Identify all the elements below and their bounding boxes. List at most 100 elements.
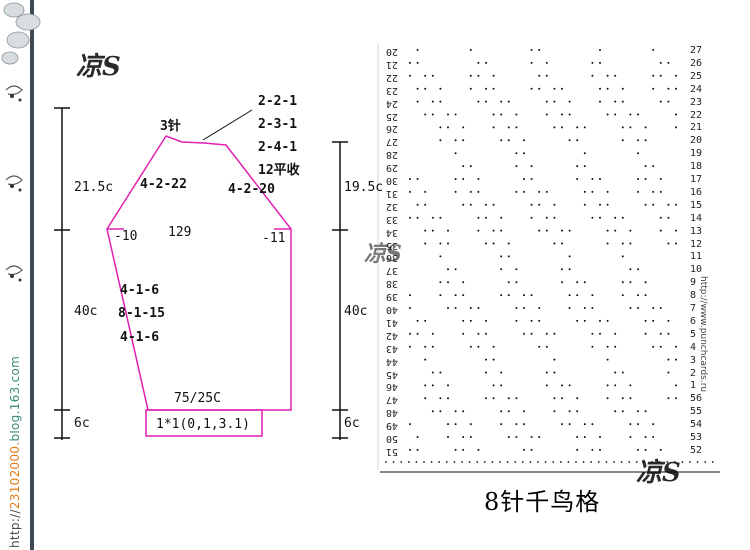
stitch-dot xyxy=(515,397,518,400)
stitch-dot xyxy=(538,345,541,348)
chart-left-row-number: 50 xyxy=(386,433,399,444)
stitch-dot xyxy=(416,332,419,335)
stitch-dot xyxy=(507,410,510,413)
body-height-left: 40c xyxy=(74,304,98,319)
stitch-dot xyxy=(614,371,617,374)
stitch-dot xyxy=(599,49,601,51)
stitch-dot xyxy=(568,294,571,297)
right-dimension-rule xyxy=(332,141,348,440)
stitch-dot xyxy=(666,461,669,463)
stitch-dot xyxy=(621,397,624,400)
stitch-dot xyxy=(424,319,427,322)
stitch-dot xyxy=(675,397,677,400)
stitch-dot xyxy=(431,345,434,348)
stitch-dot xyxy=(651,461,653,463)
stitch-dot xyxy=(553,126,556,129)
stitch-dot xyxy=(599,100,601,103)
stitch-dot xyxy=(568,268,571,271)
stitch-dot xyxy=(614,229,617,232)
stitch-dot xyxy=(477,332,480,335)
stitch-dot xyxy=(447,281,449,284)
chart-right-row-number: 52 xyxy=(690,444,703,456)
stitch-dot xyxy=(675,203,677,206)
stitch-dot xyxy=(416,319,419,322)
stitch-dot xyxy=(576,294,579,297)
stitch-dot xyxy=(530,49,533,51)
stitch-dot xyxy=(431,113,434,116)
stitch-dot xyxy=(431,384,434,387)
stitch-dot xyxy=(576,448,579,451)
stitch-dot xyxy=(637,113,639,116)
stitch-dot xyxy=(500,294,503,297)
stitch-dot xyxy=(568,423,571,426)
chart-right-row-number: 3 xyxy=(690,354,697,366)
chart-left-row-number: 26 xyxy=(386,123,399,135)
stitch-dot xyxy=(659,190,662,193)
chart-right-row-number: 18 xyxy=(690,161,703,173)
stitch-dot xyxy=(469,74,472,77)
stitch-dot xyxy=(659,332,662,335)
stitch-dot xyxy=(606,203,609,206)
stitch-dot xyxy=(561,113,563,116)
stitch-dot xyxy=(424,345,427,348)
chart-left-row-number: 24 xyxy=(386,97,399,109)
chart-left-row-number: 43 xyxy=(386,342,399,354)
stitch-dot xyxy=(568,229,571,232)
stitch-dot xyxy=(552,461,555,463)
stitch-dot xyxy=(461,461,463,463)
stitch-dot xyxy=(538,436,541,438)
stitch-dot xyxy=(431,371,434,374)
stitch-dot xyxy=(629,242,632,245)
stitch-dot xyxy=(515,423,518,426)
stitch-dot xyxy=(538,49,541,51)
chart-right-row-number: 26 xyxy=(690,57,703,69)
stitch-dot xyxy=(415,461,418,463)
stitch-dot xyxy=(673,461,676,463)
chart-left-row-number: 25 xyxy=(386,110,399,122)
stitch-dot xyxy=(492,345,495,348)
stitch-dot xyxy=(492,397,495,400)
stitch-dot xyxy=(477,74,480,77)
stitch-dot xyxy=(659,216,662,219)
stitch-dot xyxy=(507,281,510,284)
stitch-dot xyxy=(675,126,677,129)
stitch-dot xyxy=(439,255,442,258)
stitch-dot xyxy=(515,113,518,116)
stitch-dot xyxy=(507,436,510,438)
stitch-dot xyxy=(561,384,563,387)
cap-height-left: 21.5c xyxy=(74,180,114,195)
stitch-dot xyxy=(621,216,624,219)
stitch-dot xyxy=(606,345,609,348)
stitch-dot xyxy=(424,358,427,361)
stitch-dot xyxy=(652,307,655,309)
stitch-dot xyxy=(523,410,525,413)
stitch-dot xyxy=(447,384,449,387)
stitch-dot xyxy=(492,358,495,361)
stitch-dot xyxy=(637,152,639,155)
stitch-dot xyxy=(643,461,646,463)
stitch-dot xyxy=(606,319,609,322)
stitch-dot xyxy=(530,203,533,206)
stitch-dot xyxy=(667,203,670,206)
stitch-dot xyxy=(530,448,533,451)
stitch-dot xyxy=(621,410,624,413)
chart-right-row-number: 13 xyxy=(690,225,703,237)
stitch-dot xyxy=(469,49,472,51)
chart-right-row-number: 12 xyxy=(690,238,703,250)
stitch-dot xyxy=(438,461,441,463)
stitch-dot xyxy=(696,461,699,463)
stitch-dot xyxy=(483,461,486,463)
chart-left-row-number: 38 xyxy=(386,278,399,290)
stitch-dot xyxy=(652,203,655,206)
stitch-dot xyxy=(462,139,465,142)
stitch-dot xyxy=(583,203,586,206)
stitch-dot xyxy=(523,190,525,193)
stitch-dot xyxy=(462,319,465,322)
stitch-dot xyxy=(637,268,639,271)
stitch-dot xyxy=(591,216,594,219)
stitch-dot xyxy=(576,436,579,438)
chart-right-row-number: 6 xyxy=(690,315,697,327)
stitch-dot xyxy=(637,178,639,180)
increase-rule-2: 8-1-15 xyxy=(118,306,165,321)
stitch-dot xyxy=(469,203,472,206)
